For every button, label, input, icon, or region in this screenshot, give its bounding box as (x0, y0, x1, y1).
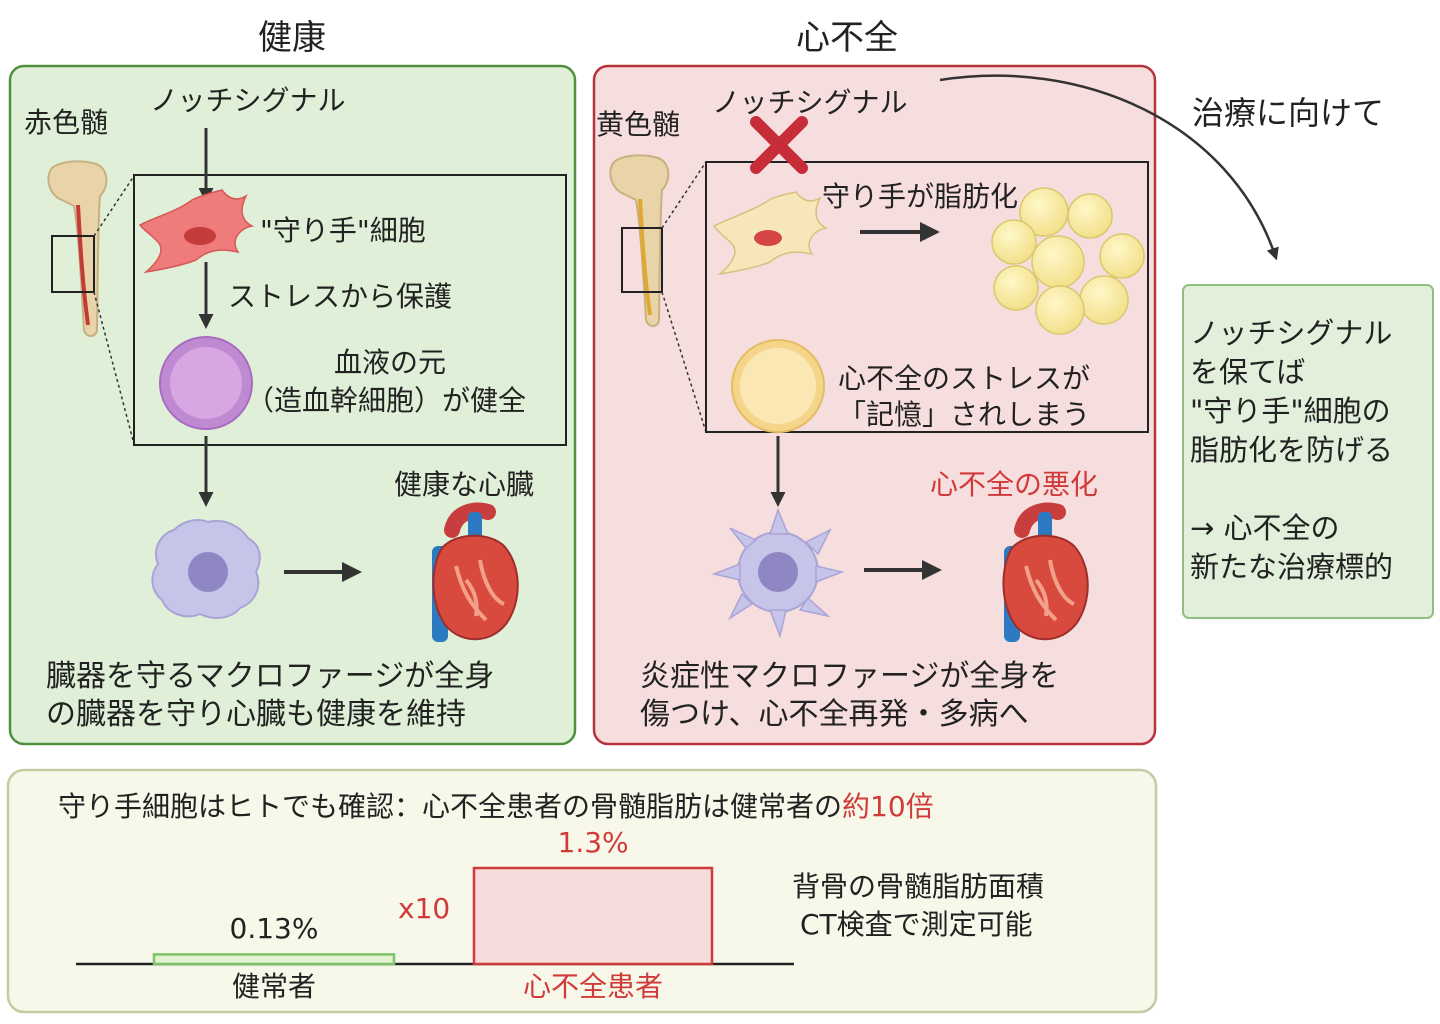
adipocyte-cluster-icon (991, 187, 1145, 335)
fat-label: 守り手が脂肪化 (822, 180, 1019, 213)
red-marrow-label: 赤色髄 (24, 106, 109, 139)
healthy-caption-line2: の臓器を守り心臓も健康を維持 (46, 697, 466, 732)
hsc-label-line2: （造血幹細胞）が健全 (246, 384, 527, 417)
failure-zoom-line-top (661, 161, 707, 229)
category-label-heart-failure: 心不全患者 (523, 970, 664, 1003)
protect-label: ストレスから保護 (228, 280, 453, 313)
heading-healthy: 健康 (258, 18, 326, 58)
bottom-title-prefix: 守り手細胞はヒトでも確認：心不全患者の骨髄脂肪は健常者の (58, 790, 843, 823)
bar-heart-failure (472, 866, 714, 966)
memory-label-line1: 心不全のストレスが (838, 362, 1091, 395)
memory-label-line2: 「記憶」されしまう (838, 398, 1091, 431)
healthy-notch-label: ノッチシグナル (150, 84, 346, 117)
treatment-line: 新たな治療標的 (1190, 550, 1394, 584)
failure-caption-line1: 炎症性マクロファージが全身を (640, 659, 1060, 694)
treatment-text: ノッチシグナル を保てば "守り手"細胞の 脂肪化を防げる → 心不全の 新たな… (1190, 314, 1393, 587)
inflammatory-macrophage-icon (711, 507, 845, 639)
stem-cell-icon (159, 336, 253, 430)
healthy-macrophage-icon (151, 519, 261, 619)
guardian-cell-icon (138, 189, 255, 274)
healthy-bone-icon (47, 160, 108, 337)
failure-caption-line2: 傷つけ、心不全再発・多病へ (640, 697, 1029, 732)
fatty-guardian-cell-icon (712, 191, 829, 276)
healthy-caption-line1: 臓器を守るマクロファージが全身 (46, 659, 495, 694)
failure-notch-label: ノッチシグナル (712, 86, 908, 119)
note-line1: 背骨の骨髄脂肪面積 (792, 870, 1045, 903)
bar-value-label-heart-failure: 1.3% (557, 826, 629, 859)
heading-treatment: 治療に向けて (1192, 94, 1385, 132)
multiplier-label: x10 (398, 892, 451, 925)
healthy-heart-label: 健康な心臓 (394, 468, 535, 501)
healthy-heart-icon (432, 502, 519, 642)
bottom-title-highlight: 約10倍 (842, 790, 934, 823)
note-line2: CT検査で測定可能 (800, 908, 1033, 941)
heading-heart-failure: 心不全 (796, 18, 898, 58)
yellow-marrow-label: 黄色髄 (596, 108, 681, 141)
treatment-box (1182, 284, 1434, 619)
treatment-line: "守り手"細胞の (1190, 394, 1391, 428)
healthy-zoom-box (133, 174, 567, 446)
exhausted-stem-cell-icon (731, 339, 825, 433)
category-label-healthy: 健常者 (232, 970, 317, 1003)
zoom-line-top (93, 175, 135, 237)
failure-bone-icon (609, 154, 670, 327)
treatment-line (1190, 470, 1393, 509)
bar-value-label-healthy: 0.13% (229, 912, 319, 946)
bottom-title: 守り手細胞はヒトでも確認：心不全患者の骨髄脂肪は健常者の約10倍 (58, 790, 934, 824)
guardian-cell-label: "守り手"細胞 (260, 214, 426, 247)
treatment-arrow (939, 74, 1279, 261)
zoom-line-bottom (93, 291, 135, 445)
hsc-label-line1: 血液の元 (334, 346, 447, 379)
treatment-line: を保てば (1190, 355, 1306, 389)
failure-zoom-line-bottom (661, 291, 707, 433)
blocked-cross-icon (750, 116, 808, 174)
bar-healthy (152, 953, 396, 966)
failing-heart-icon (1002, 502, 1089, 642)
treatment-line: → 心不全の (1190, 511, 1340, 545)
worsen-label: 心不全の悪化 (930, 468, 1099, 501)
failure-zoom-box (705, 161, 1149, 433)
treatment-line: 脂肪化を防げる (1190, 433, 1394, 467)
treatment-line: ノッチシグナル (1190, 316, 1393, 350)
